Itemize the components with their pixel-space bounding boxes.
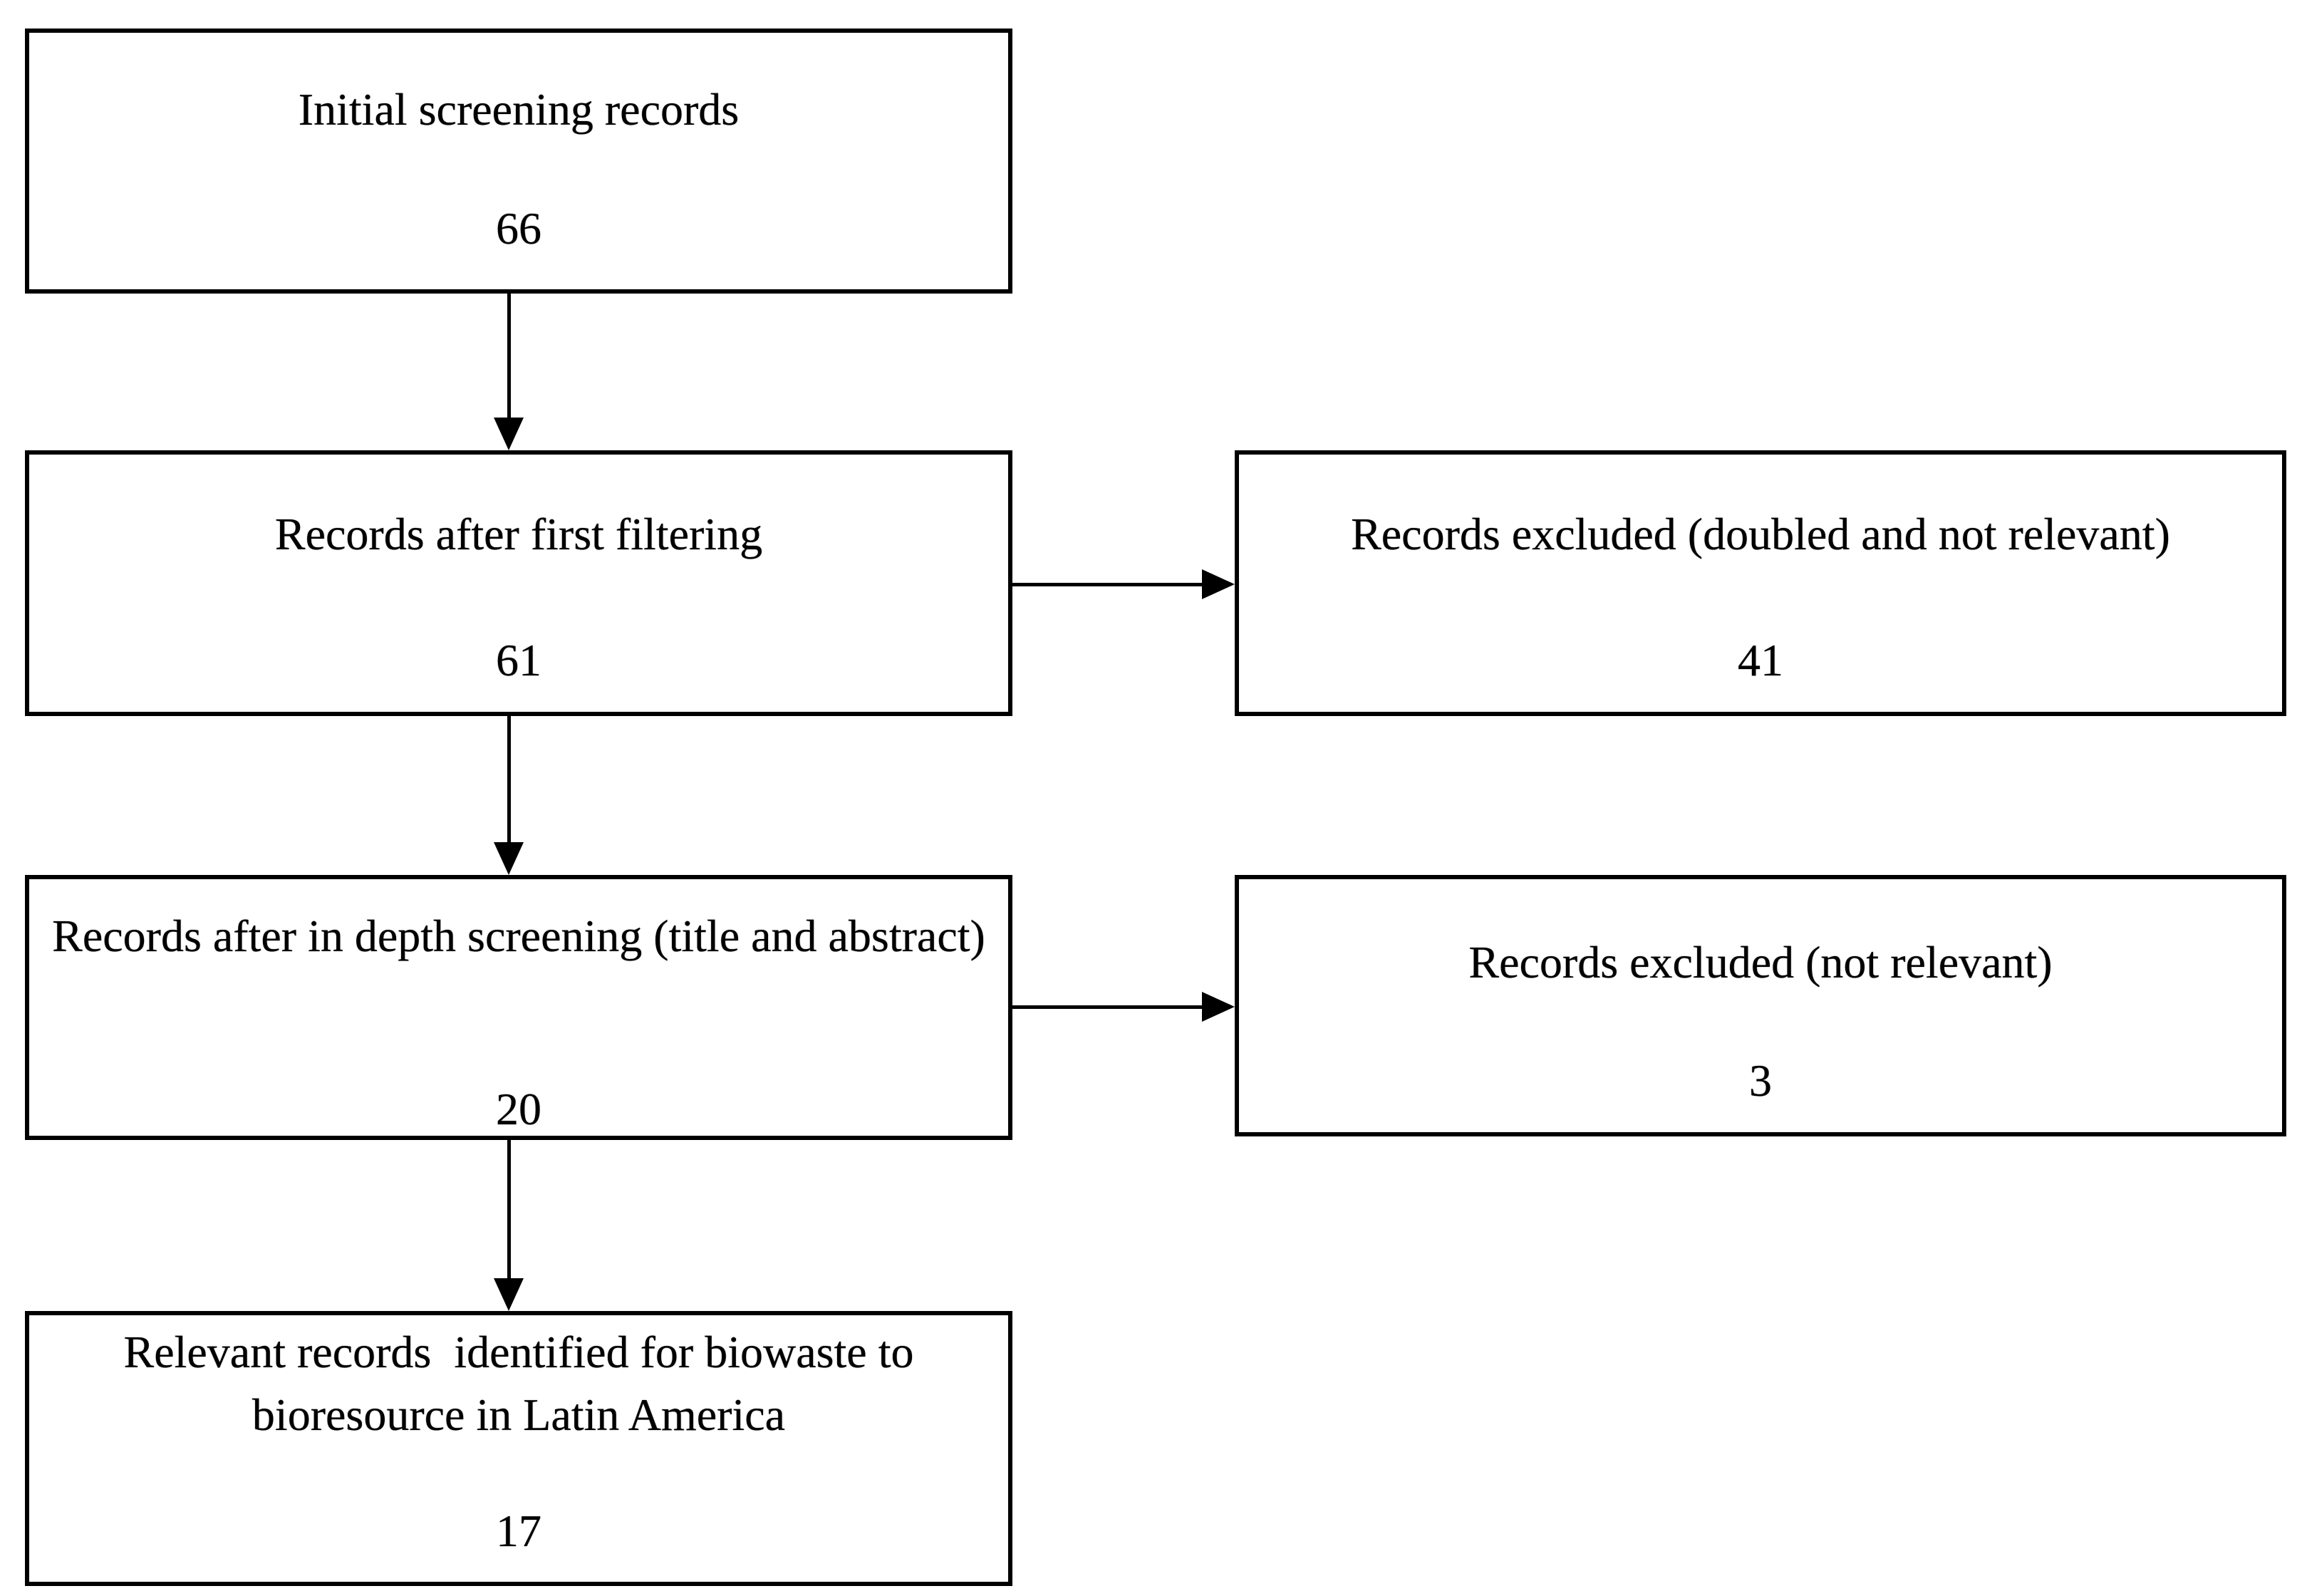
box-count: 17 bbox=[495, 1506, 541, 1556]
box-count: 41 bbox=[1737, 635, 1783, 685]
arrowhead-down-icon bbox=[494, 1278, 524, 1311]
arrow-line-first-filtering-to-in-depth bbox=[507, 716, 511, 844]
arrowhead-right-icon bbox=[1202, 569, 1235, 599]
box-label: Relevant records identified for biowaste… bbox=[123, 1327, 925, 1440]
box-first-filtering: Records after first filtering 61 bbox=[25, 450, 1012, 716]
box-relevant-records: Relevant records identified for biowaste… bbox=[25, 1311, 1012, 1586]
box-in-depth-screening: Records after in depth screening (title … bbox=[25, 875, 1012, 1140]
arrow-line-first-filtering-to-excluded-doubled bbox=[1012, 583, 1203, 586]
box-count: 3 bbox=[1748, 1055, 1772, 1106]
arrow-line-in-depth-to-relevant-records bbox=[507, 1140, 511, 1280]
box-label: Records excluded (not relevant) bbox=[1468, 937, 2053, 988]
box-label: Initial screening records bbox=[298, 84, 740, 135]
box-initial-screening: Initial screening records 66 bbox=[25, 28, 1012, 294]
arrow-line-in-depth-to-excluded-not-relevant bbox=[1012, 1005, 1203, 1009]
arrowhead-down-icon bbox=[494, 842, 524, 875]
box-excluded-doubled: Records excluded (doubled and not releva… bbox=[1235, 450, 2286, 716]
box-count: 61 bbox=[495, 635, 541, 685]
box-count: 20 bbox=[495, 1084, 541, 1134]
arrow-line-initial-to-first-filtering bbox=[507, 294, 511, 419]
box-label: Records after in depth screening (title … bbox=[52, 911, 985, 961]
arrowhead-right-icon bbox=[1202, 992, 1235, 1022]
box-count: 66 bbox=[495, 203, 541, 254]
box-label: Records excluded (doubled and not releva… bbox=[1351, 509, 2170, 559]
arrowhead-down-icon bbox=[494, 418, 524, 450]
box-label: Records after first filtering bbox=[274, 509, 763, 559]
box-excluded-not-relevant: Records excluded (not relevant) 3 bbox=[1235, 875, 2286, 1136]
